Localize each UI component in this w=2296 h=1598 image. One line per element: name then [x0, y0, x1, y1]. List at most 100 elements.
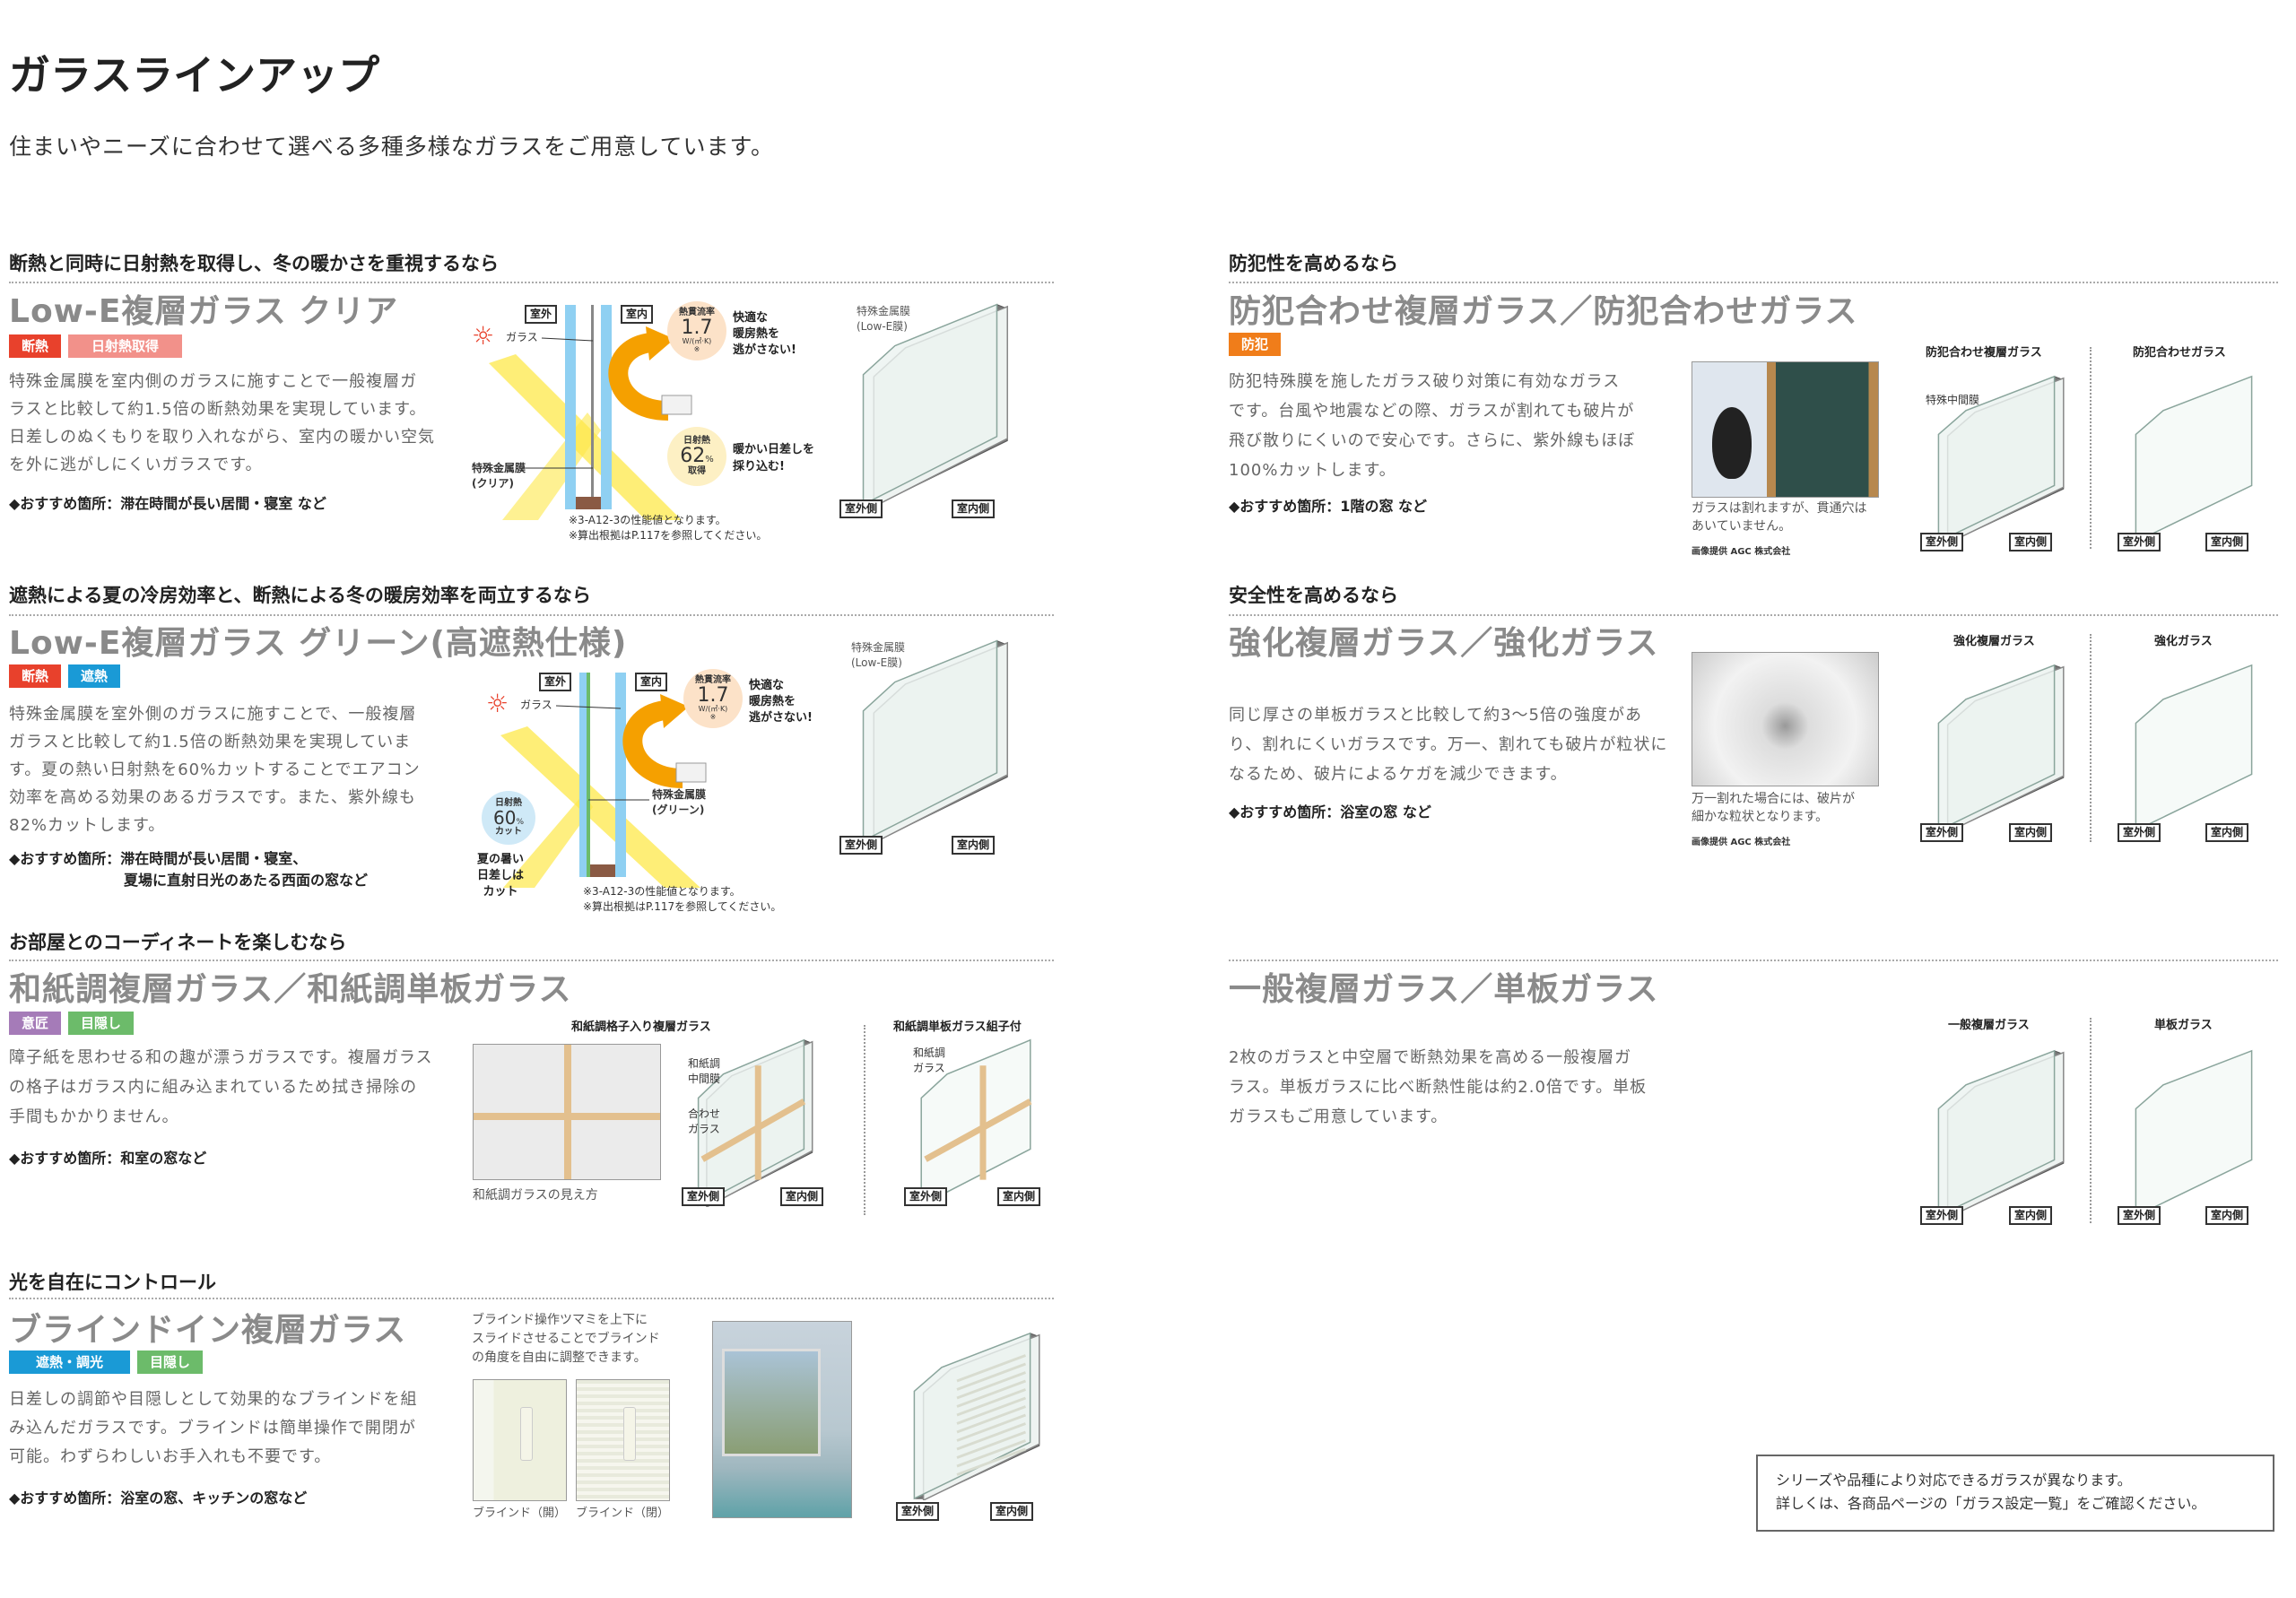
film-label: 特殊金属膜(グリーン) — [652, 788, 707, 816]
tag-crime-prevention: 防犯 — [1229, 333, 1282, 356]
u-value-badge: 熱貫流率 1.7 W/(㎡·K) ※ — [683, 669, 743, 728]
label-outdoor-side: 室外側 — [2118, 533, 2161, 551]
label-outdoor-side: 室外側 — [1920, 1206, 1964, 1225]
recommended-locations: ◆おすすめ箇所：滞在時間が長い居間・寝室、 夏場に直射日光のあたる西面の窓など — [9, 850, 369, 889]
divider — [9, 614, 1054, 616]
label-outdoor-side: 室外側 — [2118, 1206, 2161, 1225]
product-description: 日差しの調節や目隠しとして効果的なブラインドを組み込んだガラスです。ブラインドは… — [9, 1390, 418, 1466]
single-glass-illustration — [2135, 664, 2253, 832]
sun-icon: ☼ — [486, 689, 509, 718]
section-heading-blind: 光を自在にコントロール — [9, 1272, 216, 1293]
page-subtitle: 住まいやニーズに合わせて選べる多種多様なガラスをご用意しています。 — [9, 134, 775, 160]
glass-pane-blind: 室外側 室内側 — [896, 1330, 1048, 1523]
product-title-general: 一般複層ガラス／単板ガラス — [1229, 971, 1659, 1008]
double-glass-illustration — [697, 1038, 813, 1209]
label-outdoor-side: 室外側 — [682, 1187, 726, 1206]
notice-box: シリーズや品種により対応できるガラスが異なります。詳しくは、各商品ページの「ガラ… — [1756, 1455, 2274, 1532]
label-glass: ガラス — [520, 699, 552, 711]
tag-list: 断熱 遮熱 — [9, 664, 121, 688]
film-label: 特殊金属膜(クリア) — [472, 462, 526, 490]
product-title-washi: 和紙調複層ガラス／和紙調単板ガラス — [9, 971, 572, 1008]
pane-callout: 特殊金属膜(Low-E膜) — [857, 305, 911, 333]
glass-pane-lowe-clear: 特殊金属膜(Low-E膜) 室外側 室内側 — [839, 300, 1018, 520]
photo-caption: 万一割れた場合には、破片が細かな粒状となります。 — [1692, 792, 1855, 824]
label-indoor-side: 室内側 — [2205, 1206, 2249, 1225]
diagram-notes: ※3-A12-3の性能値となります。※算出根拠はP.117を参照してください。 — [569, 514, 768, 542]
security-double-label: 防犯合わせ複層ガラス — [1926, 346, 2042, 360]
tag-design: 意匠 — [9, 1012, 62, 1035]
recommended-locations: ◆おすすめ箇所：和室の窓など — [9, 1150, 207, 1167]
label-indoor-side: 室内側 — [952, 836, 996, 855]
label-indoor-side: 室内側 — [2009, 823, 2053, 842]
u-value-badge: 熱貫流率 1.7 W/(㎡·K) ※ — [667, 301, 726, 360]
shattered-glass-photo — [1692, 652, 1879, 786]
tag-list: 断熱 日射熱取得 — [9, 334, 183, 358]
tag-list: 意匠 目隠し — [9, 1012, 135, 1035]
solar-cut-badge: 日射熱 60% カット — [482, 791, 535, 845]
diagram-notes: ※3-A12-3の性能値となります。※算出根拠はP.117を参照してください。 — [583, 885, 782, 913]
recommended-locations: ◆おすすめ箇所：浴室の窓、キッチンの窓など — [9, 1489, 308, 1507]
double-glass-illustration — [1937, 664, 2065, 834]
single-glass-illustration — [2135, 375, 2253, 543]
double-glass-illustration — [1937, 1049, 2065, 1220]
section-heading-washi: お部屋とのコーディネートを楽しむなら — [9, 932, 347, 953]
glass-pane-lowe-green: 特殊金属膜(Low-E膜) 室外側 室内側 — [839, 637, 1018, 856]
product-title-blind: ブラインドイン複層ガラス — [9, 1312, 407, 1349]
pane-callout: 合わせガラス — [688, 1107, 721, 1135]
tempered-double-label: 強化複層ガラス — [1953, 635, 2035, 648]
pane-callout: 和紙調中間膜 — [688, 1057, 721, 1085]
heat-diagram-lowe-clear: ☼ 室外 室内 ガラス 熱貫流率 1.7 W/(㎡·K) ※ 快適な暖房熱を逃が… — [466, 296, 861, 556]
glass-pane-security-double: 特殊中間膜 室外側 室内側 — [1920, 373, 2073, 552]
label-outdoor-side: 室外側 — [839, 499, 883, 518]
general-double-label: 一般複層ガラス — [1948, 1019, 2030, 1032]
pane-callout: 特殊金属膜(Low-E膜) — [851, 641, 906, 669]
divider — [9, 960, 1054, 961]
recommended-locations: ◆おすすめ箇所：1階の窓 など — [1229, 498, 1428, 515]
double-glass-illustration — [862, 639, 1008, 845]
image-credit: 画像提供 AGC 株式会社 — [1692, 547, 1791, 557]
product-description: 2枚のガラスと中空層で断熱効果を高める一般複層ガラス。単板ガラスに比べ断熱性能は… — [1229, 1048, 1648, 1126]
divider — [1229, 282, 2278, 283]
pane-callout: 特殊中間膜 — [1926, 394, 1980, 406]
product-description: 特殊金属膜を室外側のガラスに施すことで、一般複層ガラスと比較して約1.5倍の断熱… — [9, 705, 421, 835]
divider — [1229, 614, 2278, 616]
label-indoor-side: 室内側 — [997, 1187, 1041, 1206]
glass-pane-security-single: 室外側 室内側 — [2118, 373, 2270, 552]
divider — [864, 1025, 865, 1215]
section-heading-security: 防犯性を高めるなら — [1229, 253, 1398, 274]
broken-glass-photo — [1692, 361, 1879, 498]
single-glass-illustration — [2135, 1049, 2253, 1218]
label-indoor-side: 室内側 — [952, 499, 996, 518]
heat-flow-illustration — [489, 305, 692, 520]
general-single-label: 単板ガラス — [2154, 1019, 2213, 1032]
blind-closed-image — [576, 1379, 670, 1501]
tag-solar-gain: 日射熱取得 — [68, 334, 183, 358]
washi-single-label: 和紙調単板ガラス組子付 — [893, 1020, 1022, 1034]
washi-double-label: 和紙調格子入り複層ガラス — [571, 1020, 711, 1034]
solar-gain-caption: 暖かい日差しを採り込む! — [733, 443, 815, 473]
image-credit: 画像提供 AGC 株式会社 — [1692, 838, 1791, 847]
divider — [2090, 347, 2092, 549]
label-inside: 室内 — [635, 673, 668, 691]
blind-operation-note: ブラインド操作ツマミを上下にスライドさせることでブラインドの角度を自由に調整でき… — [472, 1313, 660, 1365]
sun-icon: ☼ — [472, 321, 495, 351]
tag-list: 防犯 — [1229, 333, 1282, 356]
blind-glass-illustration — [913, 1332, 1040, 1502]
tag-privacy: 目隠し — [137, 1350, 204, 1374]
label-glass: ガラス — [506, 331, 538, 343]
u-value-caption: 快適な暖房熱を逃がさない! — [749, 679, 813, 725]
blind-open-caption: ブラインド（開） — [473, 1507, 567, 1520]
label-outdoor-side: 室外側 — [1920, 533, 1964, 551]
product-description: 同じ厚さの単板ガラスと比較して約3〜5倍の強度があり、割れにくいガラスです。万一… — [1229, 706, 1668, 784]
tag-shade-dimming: 遮熱・調光 — [9, 1350, 131, 1374]
washi-caption: 和紙調ガラスの見え方 — [473, 1188, 598, 1203]
recommended-locations: ◆おすすめ箇所：浴室の窓 など — [1229, 803, 1431, 821]
section-heading-tempered: 安全性を高めるなら — [1229, 585, 1398, 606]
double-glass-illustration — [1937, 375, 2065, 543]
solar-gain-badge: 日射熱 62% 取得 — [667, 427, 726, 486]
label-inside: 室内 — [621, 305, 654, 324]
glass-pane-tempered-double: 室外側 室内側 — [1920, 662, 2073, 842]
heat-flow-illustration — [500, 673, 707, 888]
divider — [2090, 634, 2092, 842]
label-outdoor-side: 室外側 — [839, 836, 883, 855]
